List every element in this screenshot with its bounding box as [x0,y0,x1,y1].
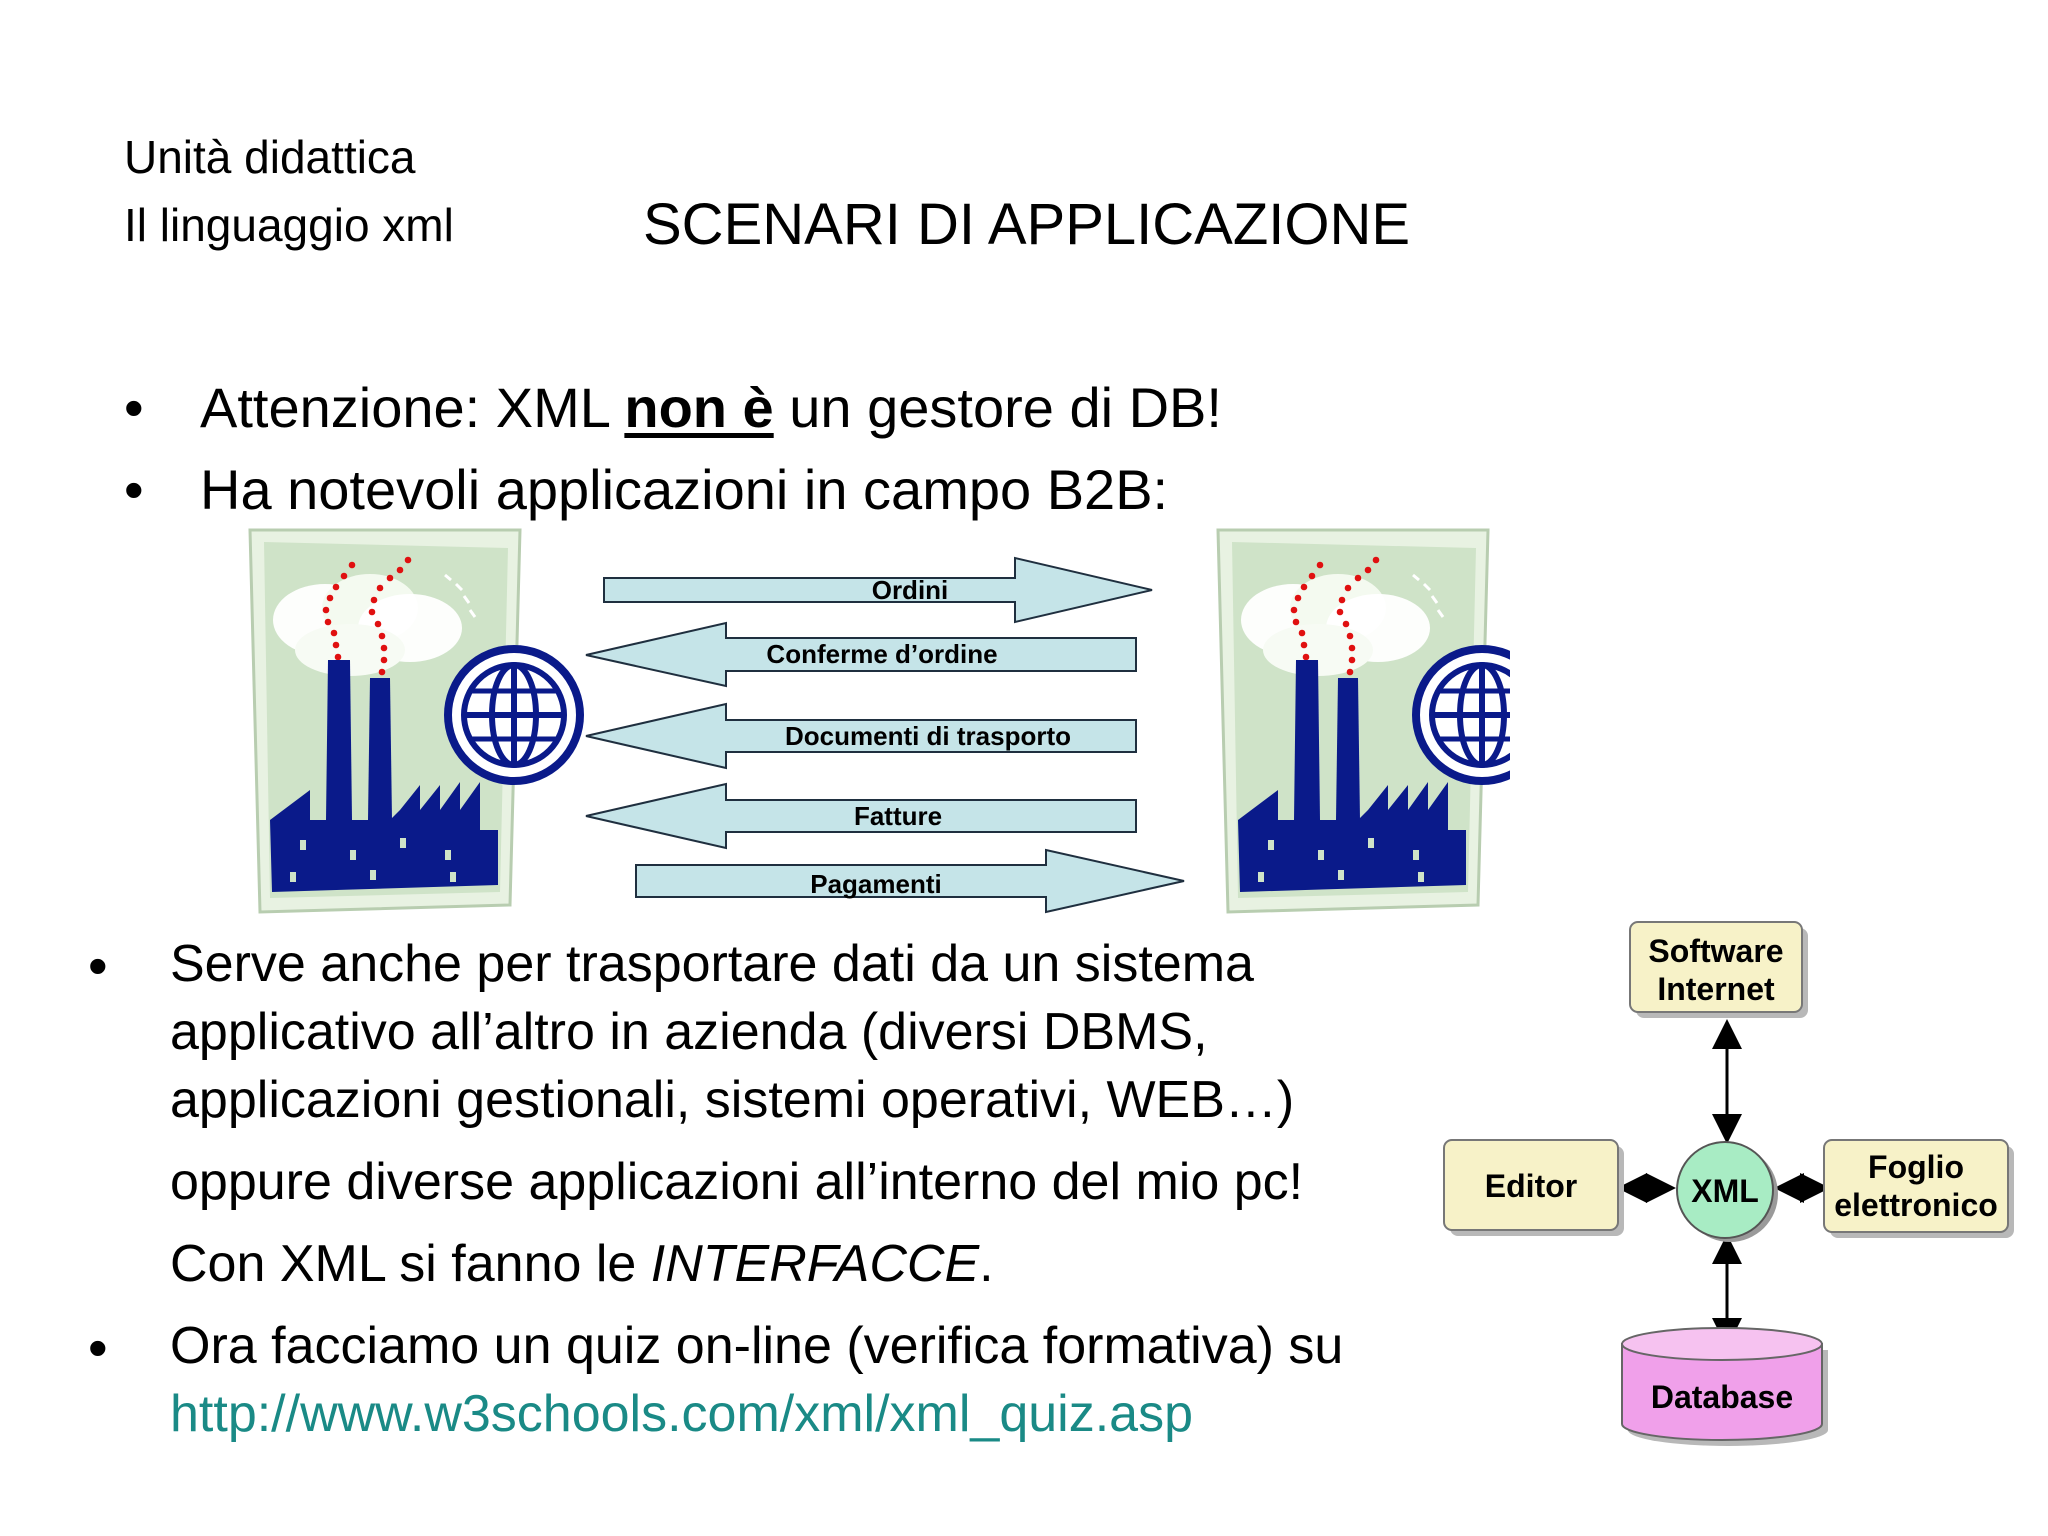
emphasis-text: non è [624,376,774,439]
node-label: Editor [1485,1168,1577,1204]
node-database: Database [1621,1327,1828,1446]
node-label: Software [1648,933,1783,969]
node-foglio-elettronico: Foglio elettronico [1823,1139,2014,1238]
bullet-serve-line-1: Serve anche per trasportare dati da un s… [170,935,1254,993]
factory-right-icon [1218,530,1510,912]
bullet-marker: • [88,934,108,997]
interfacce-line: Con XML si fanno le INTERFACCE. [170,1230,994,1298]
arrow-conferme: Conferme d’ordine [585,621,1137,688]
arrow-documenti: Documenti di trasporto [585,702,1137,770]
arrow-pagamenti: Pagamenti [635,848,1185,914]
bullet-serve-line-2: applicativo all’altro in azienda (divers… [170,1003,1208,1061]
page-title: SCENARI DI APPLICAZIONE [643,192,1411,257]
node-editor: Editor [1443,1139,1624,1236]
unit-label: Unità didattica [124,131,416,183]
quiz-link[interactable]: http://www.w3schools.com/xml/xml_quiz.as… [170,1385,1194,1443]
bullet-marker: • [124,376,144,439]
course-label: Il linguaggio xml [124,199,454,251]
quiz-line: Ora facciamo un quiz on-line (verifica f… [170,1317,1344,1375]
bullet-marker: • [88,1316,108,1379]
bullet-b2b: Ha notevoli applicazioni in campo B2B: [200,458,1169,521]
node-software-internet: Software Internet [1629,921,1808,1018]
factory-left-icon [250,530,580,912]
bullet-attenzione: Attenzione: XML non è un gestore di DB! [200,374,1222,442]
arrow-label: Documenti di trasporto [785,721,1071,751]
node-label: Internet [1657,971,1775,1007]
arrow-label: Fatture [854,801,942,831]
node-label: Database [1651,1379,1793,1415]
arrow-label: Ordini [872,575,949,605]
bullet-serve-line-3: applicazioni gestionali, sistemi operati… [170,1071,1295,1129]
node-label: elettronico [1834,1187,1998,1223]
bullet-marker: • [124,458,144,521]
interfacce-suffix: . [979,1235,994,1293]
bullet-serve-line-4: oppure diverse applicazioni all’interno … [170,1153,1304,1211]
b2b-figure: Ordini Conferme d’ordine Documenti di tr… [240,520,1510,920]
node-label: Foglio [1868,1149,1964,1185]
interfacce-emphasis: INTERFACCE [650,1235,980,1293]
arrow-label: Conferme d’ordine [766,639,997,669]
node-xml: XML [1676,1141,1778,1242]
arrow-ordini: Ordini [603,556,1153,624]
node-label: XML [1691,1173,1759,1209]
arrow-label: Pagamenti [810,869,942,899]
xml-interface-diagram: Software Internet Editor XML Foglio elet… [1443,921,2014,1446]
arrow-fatture: Fatture [585,782,1137,850]
bullet-text: Attenzione: XML [200,376,625,439]
bullet-text: un gestore di DB! [773,376,1222,439]
interfacce-prefix: Con XML si fanno le [170,1235,651,1293]
